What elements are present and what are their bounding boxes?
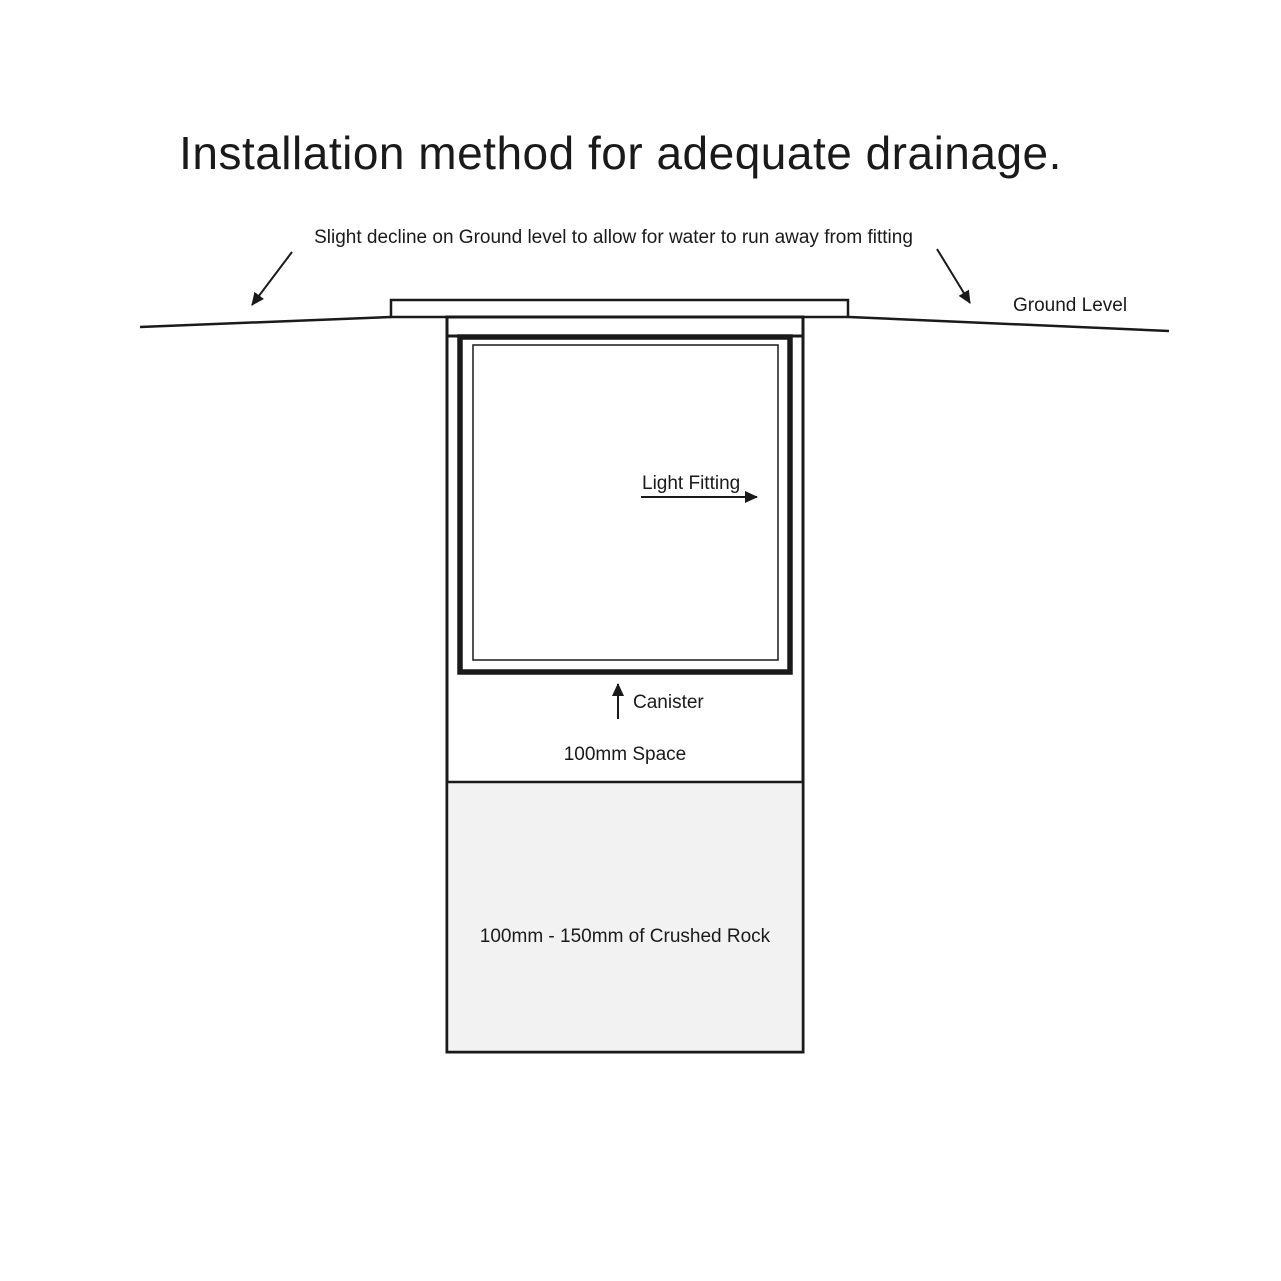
ground-line-right: [848, 315, 1170, 333]
crushed-rock-box: [445, 780, 805, 1054]
ground-level-label: Ground Level: [1013, 295, 1128, 316]
canister-label: Canister: [633, 692, 704, 713]
diagram-title: Installation method for adequate drainag…: [179, 127, 1062, 179]
space-label: 100mm Space: [563, 744, 687, 765]
fitting-flange: [389, 298, 850, 319]
light-fitting-inner: [472, 344, 779, 661]
decline-arrow-left: [251, 251, 293, 306]
crushed-rock-label: 100mm - 150mm of Crushed Rock: [479, 926, 771, 947]
decline-arrow-right: [936, 248, 971, 304]
light-fitting-outer: [457, 334, 793, 675]
decline-note-label: Slight decline on Ground level to allow …: [314, 227, 913, 248]
ground-line-left: [139, 315, 392, 329]
light-fitting-label: Light Fitting: [642, 473, 741, 494]
